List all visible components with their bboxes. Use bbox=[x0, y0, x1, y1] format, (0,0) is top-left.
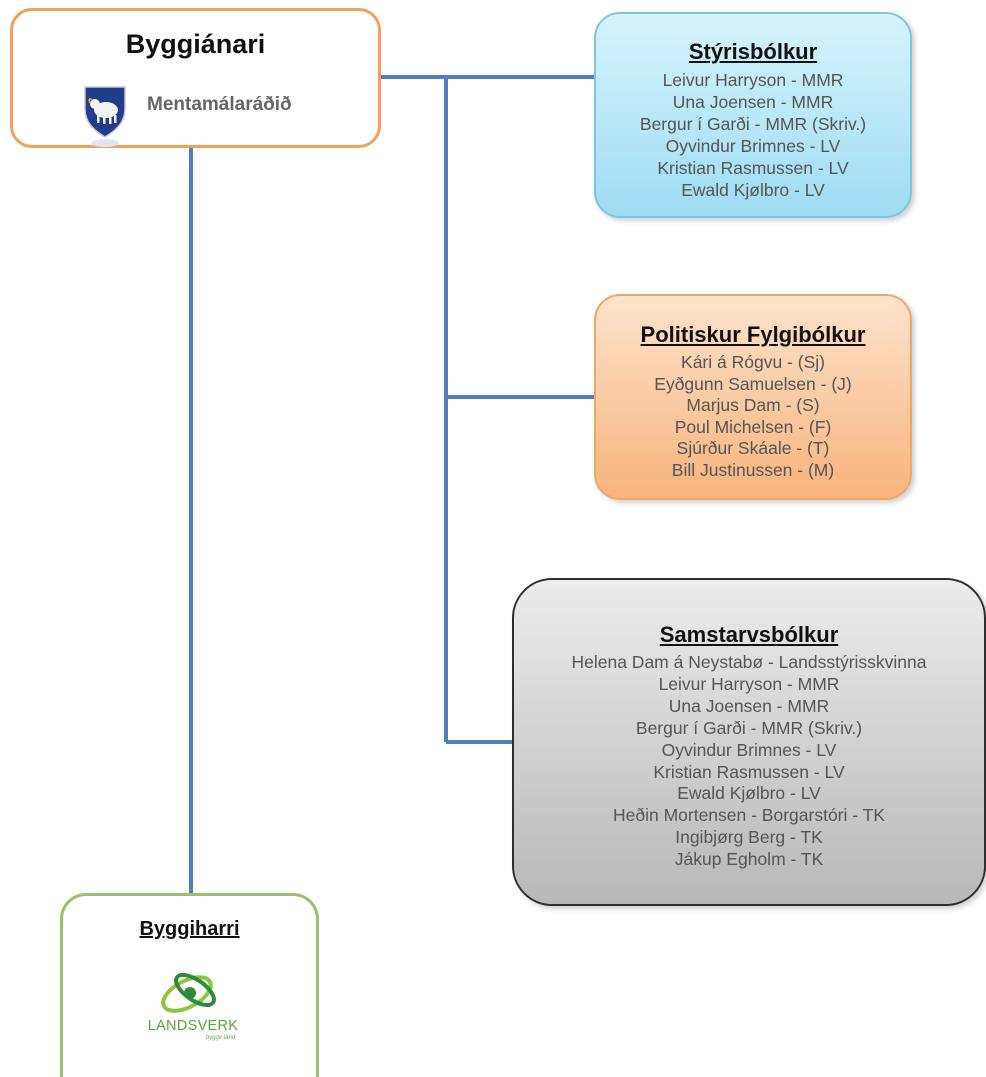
steering-member: Leivur Harryson - MMR bbox=[662, 70, 844, 90]
political-member: Bill Justinussen - (M) bbox=[671, 459, 835, 480]
cooperation-group-box: Samstarvsbólkur Helena Dam á Neystabø - … bbox=[512, 578, 986, 906]
steering-member: Bergur í Garði - MMR (Skriv.) bbox=[639, 114, 867, 134]
political-member: Eyðgunn Samuelsen - (J) bbox=[654, 373, 852, 394]
political-member: Kári á Rógvu - (Sj) bbox=[681, 352, 825, 372]
owner-box: Byggiánari Mentamálaráðið bbox=[10, 8, 381, 148]
steering-group-title: Stýrisbólkur bbox=[688, 39, 818, 64]
cooperation-member: Una Joensen - MMR bbox=[668, 695, 830, 716]
faroese-ram-crest-icon bbox=[84, 86, 126, 147]
political-member: Marjus Dam - (S) bbox=[686, 395, 820, 415]
cooperation-member: Jákup Egholm - TK bbox=[674, 849, 824, 870]
cooperation-group-title: Samstarvsbólkur bbox=[659, 622, 839, 647]
builder-title: Byggiharri bbox=[139, 918, 240, 940]
cooperation-member: Helena Dam á Neystabø - Landsstýrisskvin… bbox=[571, 652, 927, 672]
cooperation-member: Heðin Mortensen - Borgarstóri - TK bbox=[612, 805, 885, 826]
political-group-title: Politiskur Fylgibólkur bbox=[640, 322, 866, 347]
builder-box: Byggiharri LANDSVERK byggir land bbox=[60, 893, 319, 1077]
steering-member: Una Joensen - MMR bbox=[672, 92, 834, 112]
landsverk-logo: LANDSVERK byggir land bbox=[133, 966, 253, 1046]
landsverk-tagline: byggir land bbox=[205, 1035, 236, 1041]
steering-member: Ewald Kjølbro - LV bbox=[681, 180, 825, 200]
cooperation-member: Leivur Harryson - MMR bbox=[658, 673, 840, 694]
landsverk-name: LANDSVERK bbox=[147, 1018, 239, 1034]
cooperation-member: Ewald Kjølbro - LV bbox=[677, 783, 821, 804]
political-group-box: Politiskur Fylgibólkur Kári á Rógvu - (S… bbox=[594, 294, 912, 500]
ministry-name: Mentamálaráðið bbox=[147, 94, 292, 115]
owner-title: Byggiánari bbox=[125, 29, 266, 59]
political-member: Poul Michelsen - (F) bbox=[674, 416, 832, 437]
steering-group-box: Stýrisbólkur Leivur Harryson - MMR Una J… bbox=[594, 12, 912, 218]
steering-member: Kristian Rasmussen - LV bbox=[657, 158, 849, 178]
cooperation-member: Ingibjørg Berg - TK bbox=[675, 827, 823, 848]
cooperation-member: Kristian Rasmussen - LV bbox=[653, 761, 845, 782]
steering-member: Oyvindur Brimnes - LV bbox=[665, 136, 841, 156]
cooperation-member: Bergur í Garði - MMR (Skriv.) bbox=[635, 717, 863, 738]
ministry-logo: Mentamálaráðið bbox=[81, 83, 381, 147]
political-member: Sjúrður Skáale - (T) bbox=[676, 438, 830, 458]
landsverk-logo-icon bbox=[161, 972, 216, 1013]
cooperation-member: Oyvindur Brimnes - LV bbox=[661, 739, 837, 760]
